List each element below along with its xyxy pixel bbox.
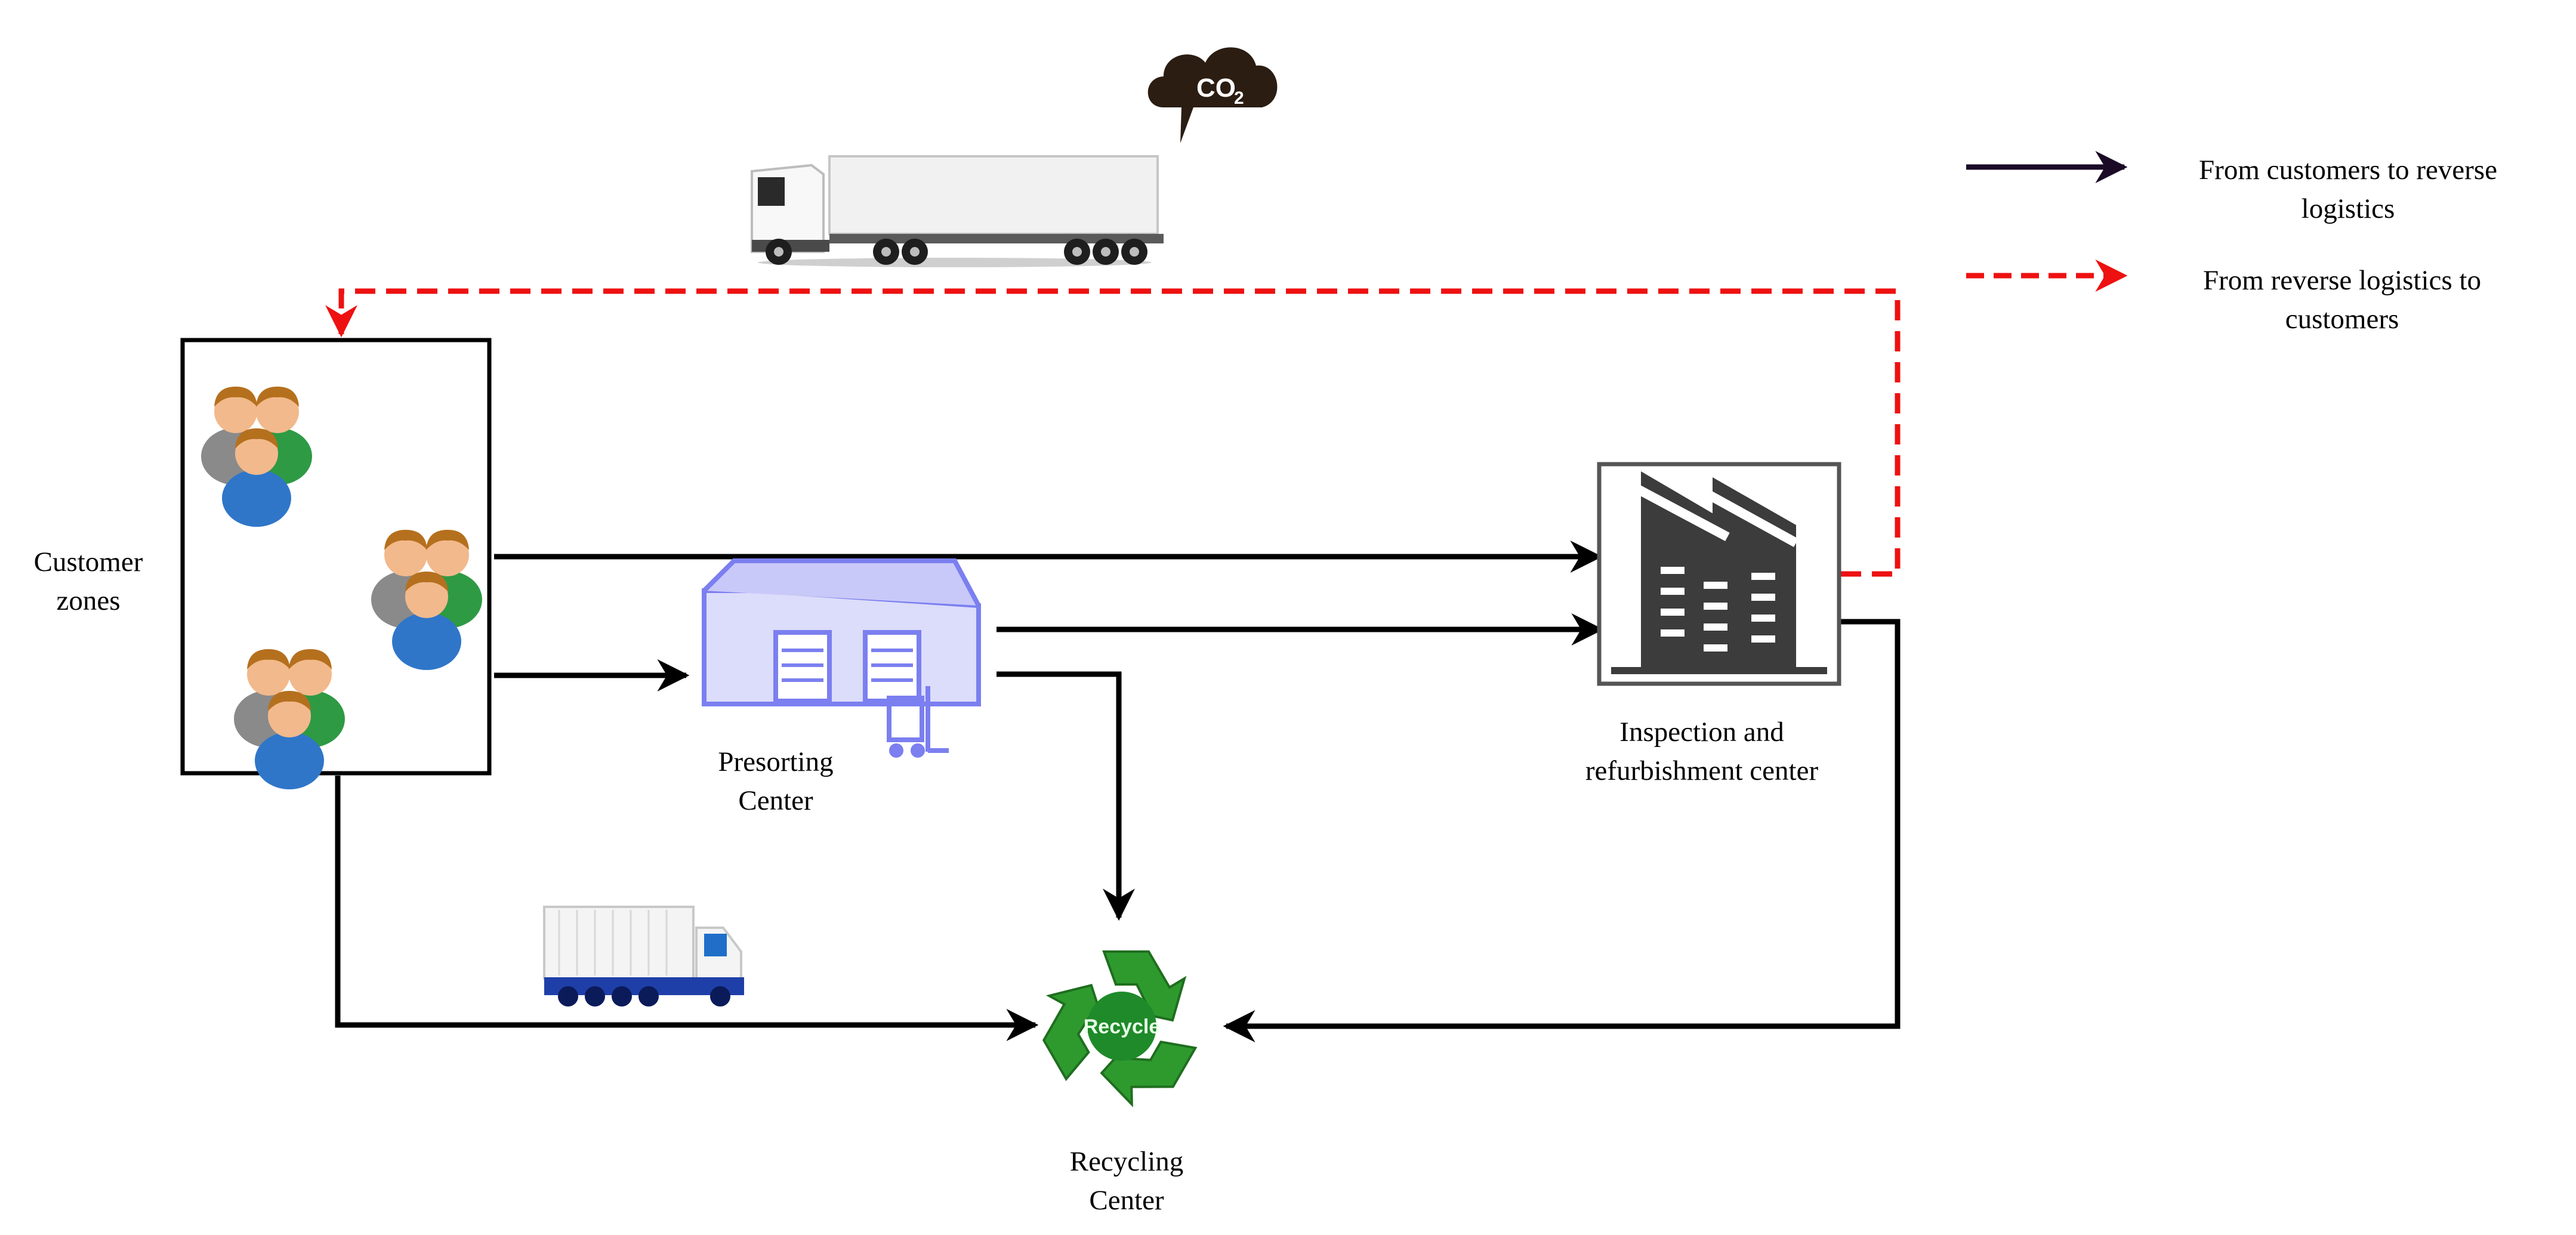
customer-zones-box	[180, 338, 492, 789]
legend-return-line1: From reverse logistics to	[2203, 265, 2481, 296]
legend-return-line2: customers	[2285, 304, 2399, 335]
arrow-presorting-to-recycling	[997, 671, 1135, 921]
legend-forward-line1: From customers to reverse	[2199, 155, 2497, 186]
arrow-customers-to-recycling	[335, 776, 1039, 1041]
presorting-label-line2: Center	[738, 785, 813, 816]
legend-item-forward: From customers to reverse logistics	[1966, 151, 2497, 224]
forklift-icon	[887, 686, 949, 758]
arrow-inspection-to-customers-return	[325, 288, 1901, 577]
inspection-label-line1: Inspection and	[1619, 717, 1784, 748]
legend-forward-line2: logistics	[2302, 193, 2395, 224]
inspection-label-line2: refurbishment center	[1585, 755, 1819, 786]
presorting-label-line1: Presorting	[718, 746, 833, 777]
semi-truck-icon	[751, 155, 1164, 267]
co2-subscript: 2	[1234, 88, 1244, 108]
flow-arrows	[325, 288, 1901, 1042]
legend: From customers to reverse logistics From…	[1966, 151, 2497, 335]
recycling-label-line1: Recycling	[1070, 1146, 1184, 1177]
customer-zones-label-line2: zones	[56, 585, 120, 616]
recycle-icon: Recycle	[1042, 950, 1198, 1107]
factory-icon	[1597, 462, 1841, 686]
recycling-label-line2: Center	[1089, 1185, 1164, 1216]
legend-item-return: From reverse logistics to customers	[1966, 260, 2481, 335]
warehouse-icon	[702, 558, 981, 706]
recycle-icon-text: Recycle	[1084, 1015, 1161, 1038]
arrow-inspection-to-recycling	[1223, 619, 1901, 1042]
co2-text: CO	[1196, 73, 1236, 103]
customer-zones-label-line1: Customer	[34, 547, 143, 578]
box-truck-icon	[543, 906, 744, 1006]
co2-cloud-icon: CO 2	[1147, 47, 1278, 144]
